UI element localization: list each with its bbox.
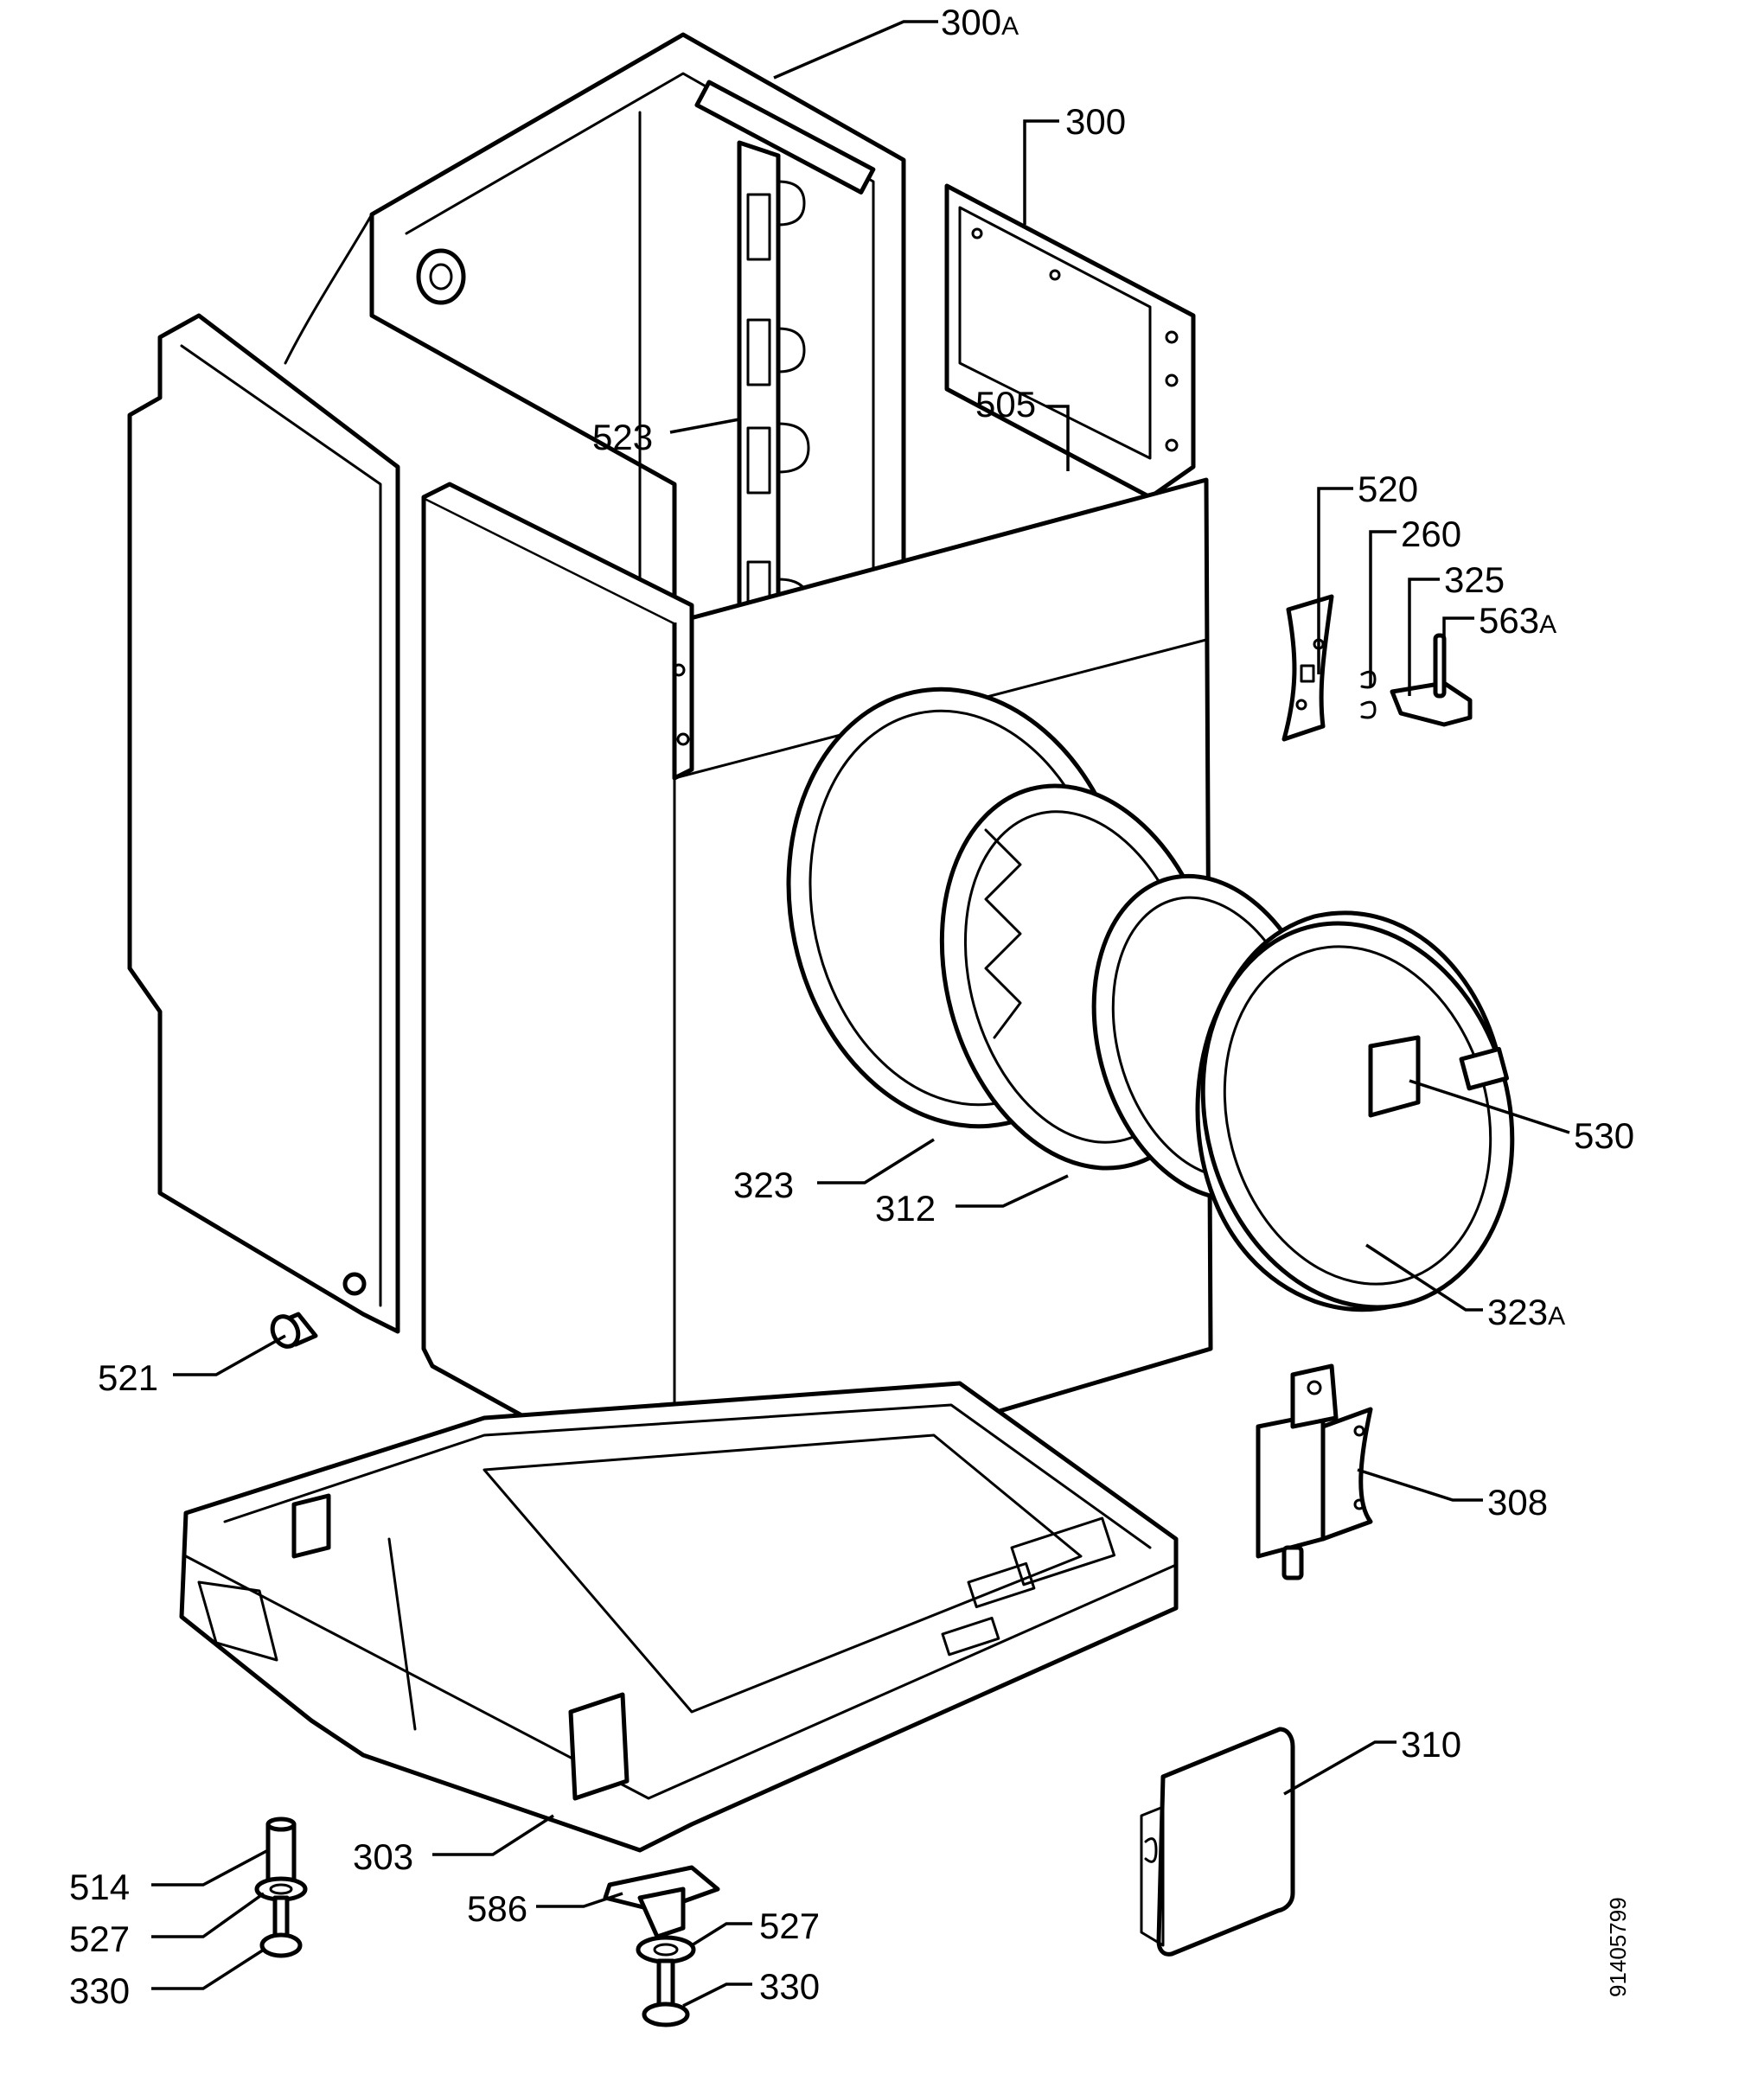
label-300: 300 xyxy=(1065,101,1126,142)
label-310: 310 xyxy=(1401,1724,1461,1765)
label-521: 521 xyxy=(98,1357,158,1398)
label-527-right: 527 xyxy=(759,1906,820,1946)
door-lock xyxy=(1256,1363,1373,1580)
leader-lines xyxy=(151,20,1570,2008)
part-labels: 300A 300 505 523 520 260 325 563A 530 32… xyxy=(69,2,1634,2011)
label-527-left: 527 xyxy=(69,1919,130,1959)
label-330-right: 330 xyxy=(759,1966,820,2007)
label-563A: 563A xyxy=(1479,600,1556,641)
right-side-panel xyxy=(944,183,1196,500)
drawing-number: 91405799 xyxy=(1605,1897,1631,1997)
vertical-rail xyxy=(737,140,810,642)
bracket-586 xyxy=(603,1865,720,1913)
label-505: 505 xyxy=(975,384,1036,425)
label-520: 520 xyxy=(1358,469,1418,509)
label-330-left: 330 xyxy=(69,1970,130,2011)
foot-stack-right xyxy=(603,1865,720,2027)
hinge-pin xyxy=(1433,633,1447,699)
hinge-lever xyxy=(1390,680,1473,727)
label-323A: 323A xyxy=(1487,1292,1565,1332)
label-312: 312 xyxy=(875,1188,936,1229)
label-530: 530 xyxy=(1574,1115,1634,1156)
foot-stack-left xyxy=(254,1816,308,1958)
label-303: 303 xyxy=(353,1836,413,1877)
cap-514 xyxy=(265,1822,297,1883)
label-323: 323 xyxy=(733,1165,794,1205)
label-325: 325 xyxy=(1444,559,1505,600)
door-hinge-parts xyxy=(1281,594,1473,742)
filter-cover xyxy=(1140,1727,1295,1957)
base-plinth xyxy=(179,1381,1179,1853)
label-523: 523 xyxy=(592,417,653,457)
hinge-spring xyxy=(1360,670,1377,719)
label-514: 514 xyxy=(69,1867,130,1907)
hinge-plate xyxy=(1281,594,1334,742)
door-handle xyxy=(1368,1035,1421,1118)
screw-521 xyxy=(270,1312,318,1349)
washer-527-right xyxy=(636,1935,696,1964)
label-260: 260 xyxy=(1401,514,1461,554)
label-300A: 300A xyxy=(941,2,1019,42)
door-assembly xyxy=(1195,910,1515,1312)
label-586: 586 xyxy=(467,1888,527,1929)
label-308: 308 xyxy=(1487,1482,1548,1523)
left-side-panel xyxy=(127,313,400,1334)
